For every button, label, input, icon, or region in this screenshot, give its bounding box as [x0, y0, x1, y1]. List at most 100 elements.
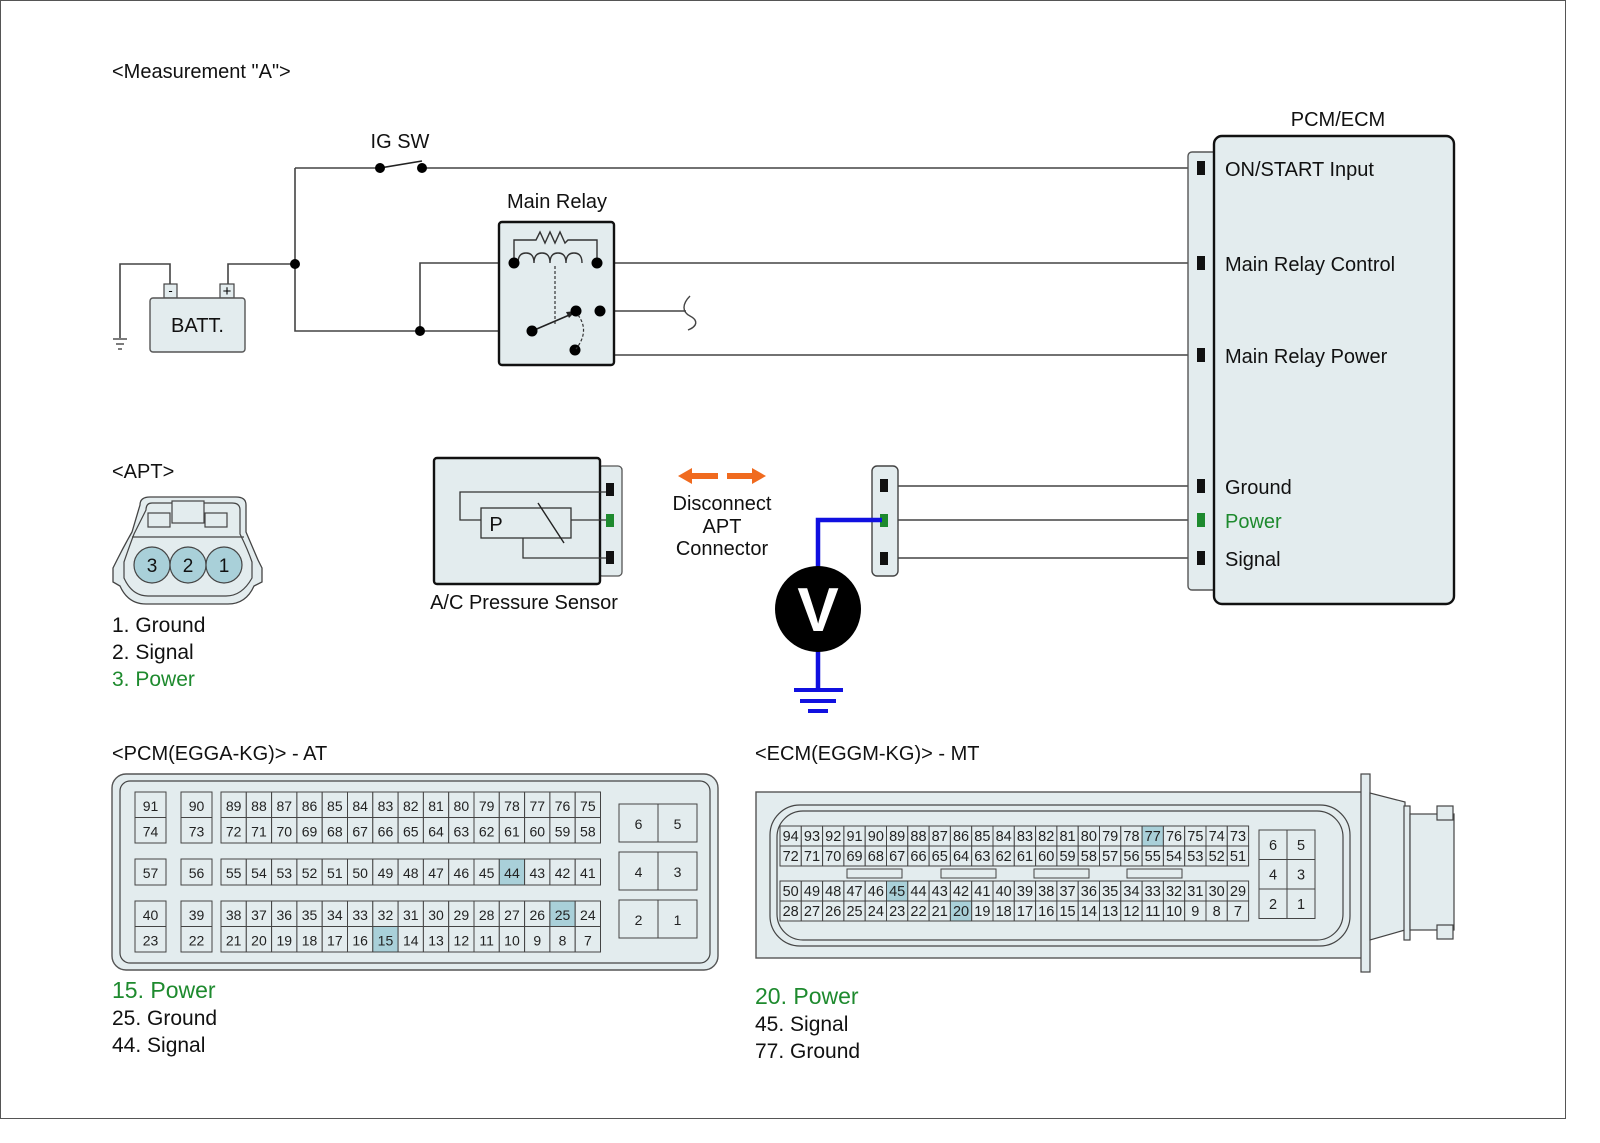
pin-number: 70	[276, 823, 292, 839]
pin-number: 30	[1209, 884, 1225, 900]
wire-battery-positive	[227, 263, 295, 289]
pin-number: 92	[825, 829, 841, 845]
ecm-legend-item: 20. Power	[755, 983, 859, 1009]
pin-number: 59	[555, 823, 571, 839]
apt-pin-number: 2	[183, 556, 194, 577]
junction-dot	[290, 259, 300, 269]
pcm-ecm-title: PCM/ECM	[1291, 109, 1385, 131]
pin	[134, 858, 167, 886]
pin	[448, 858, 475, 886]
pin-number: 24	[868, 904, 884, 920]
pin-number: 11	[1145, 904, 1160, 920]
pin-number: 67	[889, 849, 905, 865]
pin	[397, 817, 424, 844]
pin-number: 40	[996, 884, 1012, 900]
pin-number: 34	[327, 907, 343, 923]
pin-number: 76	[1166, 829, 1182, 845]
apt-legend-item: 3. Power	[112, 668, 195, 691]
arrow-left-icon	[678, 468, 718, 484]
circuit-wires	[119, 167, 1196, 559]
apt-title: <APT>	[112, 461, 174, 483]
pin-number: 14	[403, 932, 419, 948]
pin-number: 68	[868, 849, 884, 865]
pcm-terminal-pin	[1197, 479, 1205, 493]
pin	[372, 817, 399, 844]
pin-number: 26	[825, 904, 841, 920]
pin-number: 79	[1102, 829, 1118, 845]
pin-number: 80	[1081, 829, 1097, 845]
pin-number: 45	[889, 884, 905, 900]
pcm-connector-title: <PCM(EGGA-KG)> - AT	[112, 743, 327, 765]
pin-number: 87	[276, 798, 292, 814]
pin-number: 55	[226, 865, 242, 881]
pin-number: 12	[1123, 904, 1139, 920]
battery-negative-label: -	[168, 283, 172, 298]
pin-number: 5	[1297, 838, 1305, 854]
pin-number: 55	[1145, 849, 1161, 865]
pin-number: 4	[1269, 867, 1277, 883]
wire-break-icon	[683, 295, 697, 331]
pcm-terminal-label: Ground	[1225, 477, 1292, 499]
pin	[549, 858, 576, 886]
pin-number: 70	[825, 849, 841, 865]
pin-number: 22	[910, 904, 926, 920]
variable-element-icon	[537, 502, 565, 544]
pin-number: 1	[674, 912, 682, 928]
apt-legend-item: 2. Signal	[112, 641, 194, 664]
pin-number: 32	[1166, 884, 1182, 900]
pin-number: 83	[1017, 829, 1033, 845]
pin-number: 46	[868, 884, 884, 900]
pin-number: 22	[189, 932, 205, 948]
pin-number: 80	[454, 798, 470, 814]
pin-number: 20	[251, 932, 267, 948]
pin-number: 81	[428, 798, 444, 814]
pin-number: 27	[504, 907, 520, 923]
pin	[1258, 829, 1288, 860]
pin-number: 47	[428, 865, 444, 881]
pin	[271, 900, 298, 927]
pin-number: 78	[504, 798, 520, 814]
pin-number: 50	[352, 865, 368, 881]
pin-number: 75	[1187, 829, 1203, 845]
pin-number: 41	[580, 865, 596, 881]
pcm-legend-item: 25. Ground	[112, 1007, 217, 1030]
pin-number: 30	[428, 907, 444, 923]
pin	[296, 791, 323, 818]
pin-number: 14	[1081, 904, 1097, 920]
pin-number: 90	[868, 829, 884, 845]
pin-number: 39	[1017, 884, 1033, 900]
pcm-terminal-pin	[1197, 551, 1205, 565]
pin-number: 16	[352, 932, 368, 948]
pin-number: 76	[555, 798, 571, 814]
pin-number: 19	[276, 932, 292, 948]
diagram-frame	[0, 0, 1566, 1119]
pin	[180, 817, 213, 844]
pin-number: 74	[1209, 829, 1225, 845]
pin-number: 91	[143, 798, 159, 814]
wire-junction-vertical	[294, 168, 420, 332]
pin-number: 61	[1017, 849, 1033, 865]
voltmeter: V	[775, 517, 882, 713]
pin	[657, 851, 698, 891]
pin-number: 17	[327, 932, 343, 948]
pin-number: 94	[783, 829, 799, 845]
pin-number: 71	[804, 849, 820, 865]
pin-number: 12	[454, 932, 470, 948]
pin-number: 37	[251, 907, 267, 923]
pin	[574, 858, 602, 886]
pin-number: 66	[910, 849, 926, 865]
pin-number: 39	[189, 907, 205, 923]
disconnect-line3: Connector	[676, 538, 769, 560]
pin	[271, 791, 298, 818]
pin-number: 49	[378, 865, 394, 881]
pin	[498, 791, 526, 818]
ignition-switch: IG SW	[371, 131, 430, 173]
pin-number: 89	[226, 798, 242, 814]
pin	[1226, 900, 1250, 922]
pin-number: 90	[189, 798, 205, 814]
measurement-title: <Measurement "A">	[112, 61, 291, 83]
pin-number: 60	[1038, 849, 1054, 865]
sensor-pin-signal	[606, 551, 614, 564]
pin-number: 54	[251, 865, 267, 881]
pin-number: 5	[674, 816, 682, 832]
